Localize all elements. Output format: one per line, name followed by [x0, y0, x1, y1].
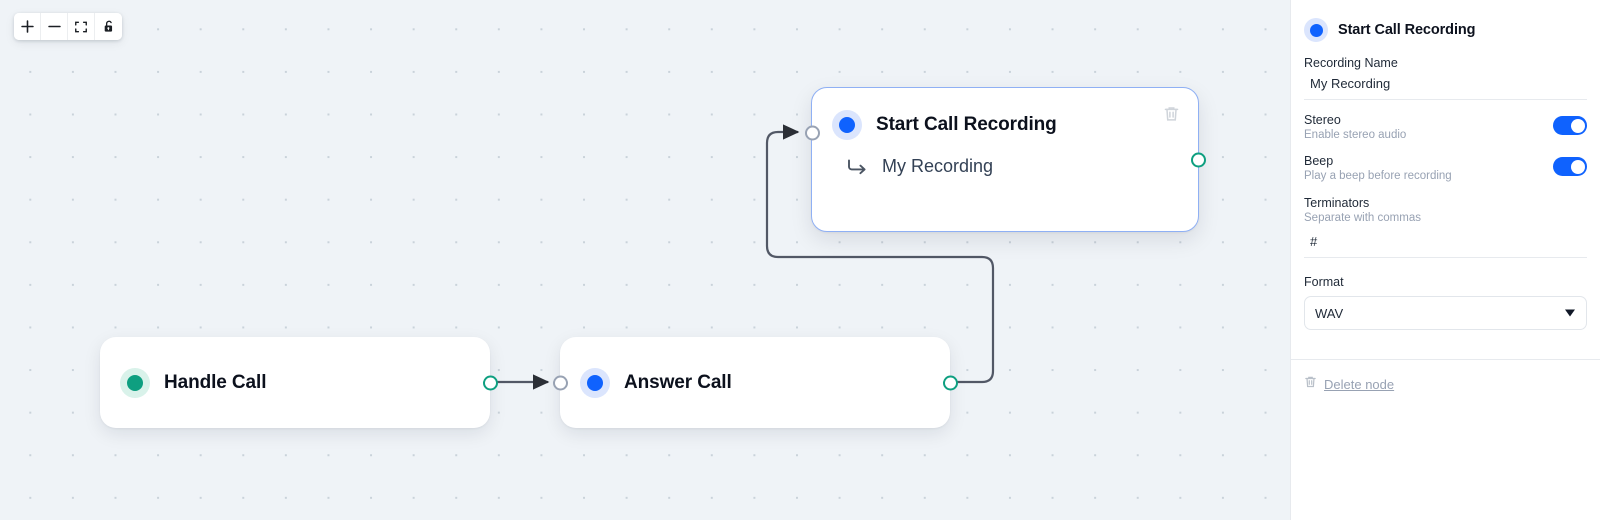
node-title: Handle Call	[164, 371, 267, 393]
plus-icon	[20, 19, 35, 34]
delete-node-link[interactable]: Delete node	[1291, 360, 1600, 394]
minus-icon	[47, 19, 62, 34]
field-label: Stereo	[1304, 113, 1341, 127]
field-description: Play a beep before recording	[1304, 170, 1452, 182]
panel-title: Start Call Recording	[1338, 22, 1476, 38]
panel-fields: Recording Name Stereo Enable stereo audi…	[1291, 42, 1600, 330]
panel-status-dot	[1304, 18, 1328, 42]
recording-name-input[interactable]	[1304, 70, 1587, 100]
fit-view-button[interactable]	[68, 13, 95, 40]
field-beep: Beep Play a beep before recording	[1304, 141, 1587, 182]
node-status-dot	[580, 367, 610, 398]
zoom-in-button[interactable]	[14, 13, 41, 40]
node-status-dot	[120, 367, 150, 398]
format-select-wrap: WAV	[1304, 296, 1587, 330]
field-text: Beep Play a beep before recording	[1304, 154, 1452, 182]
node-header: Handle Call	[100, 337, 490, 428]
node-header: Answer Call	[560, 337, 950, 428]
toggle-knob	[1570, 118, 1585, 133]
terminators-input[interactable]	[1304, 228, 1587, 258]
node-title: Answer Call	[624, 371, 732, 393]
format-select[interactable]: WAV	[1304, 296, 1587, 330]
panel-header: Start Call Recording	[1291, 0, 1600, 42]
arrow-return-icon	[846, 157, 868, 177]
field-recording-name: Recording Name	[1304, 42, 1587, 100]
field-label: Recording Name	[1304, 56, 1398, 70]
beep-toggle[interactable]	[1553, 157, 1587, 176]
trash-icon	[1304, 375, 1317, 394]
field-label: Terminators	[1304, 196, 1370, 210]
edge-layer	[497, 124, 995, 390]
field-description: Separate with commas	[1304, 212, 1421, 224]
field-text: Stereo Enable stereo audio	[1304, 113, 1406, 141]
node-status-dot	[832, 110, 862, 140]
lock-toggle-button[interactable]	[95, 13, 122, 40]
zoom-out-button[interactable]	[41, 13, 68, 40]
node-start-call-recording[interactable]: Start Call Recording	[804, 87, 1206, 232]
field-description: Enable stereo audio	[1304, 129, 1407, 141]
node-output-handle[interactable]	[482, 375, 498, 390]
node-answer-call[interactable]: Answer Call	[552, 337, 958, 428]
unlock-icon	[102, 19, 116, 34]
fit-view-icon	[74, 20, 88, 34]
canvas-toolbar	[14, 13, 122, 40]
format-selected-value: WAV	[1315, 305, 1344, 321]
node-settings-panel: Start Call Recording Recording Name Ster…	[1290, 0, 1600, 520]
node-title: Start Call Recording	[876, 114, 1057, 135]
field-format: Format WAV	[1304, 258, 1587, 330]
delete-node-label: Delete node	[1324, 377, 1395, 392]
node-header: Start Call Recording	[812, 88, 1198, 140]
node-output-handle[interactable]	[942, 375, 958, 390]
flow-canvas[interactable]: Handle Call Answer Call Start Call Recor…	[0, 0, 1290, 520]
panel-divider	[1291, 359, 1600, 360]
field-stereo: Stereo Enable stereo audio	[1304, 100, 1587, 141]
node-input-handle[interactable]	[804, 125, 820, 141]
node-delete-icon[interactable]	[1163, 105, 1180, 123]
field-label: Format	[1304, 275, 1344, 289]
field-label: Beep	[1304, 154, 1334, 168]
node-input-handle[interactable]	[552, 375, 568, 390]
field-terminators: Terminators Separate with commas	[1304, 182, 1587, 258]
node-subtitle-row: My Recording	[812, 156, 1198, 177]
node-output-handle[interactable]	[1190, 152, 1206, 168]
toggle-knob	[1570, 159, 1585, 174]
stereo-toggle[interactable]	[1553, 116, 1587, 135]
node-subtitle: My Recording	[882, 156, 994, 176]
node-handle-call[interactable]: Handle Call	[100, 337, 498, 428]
